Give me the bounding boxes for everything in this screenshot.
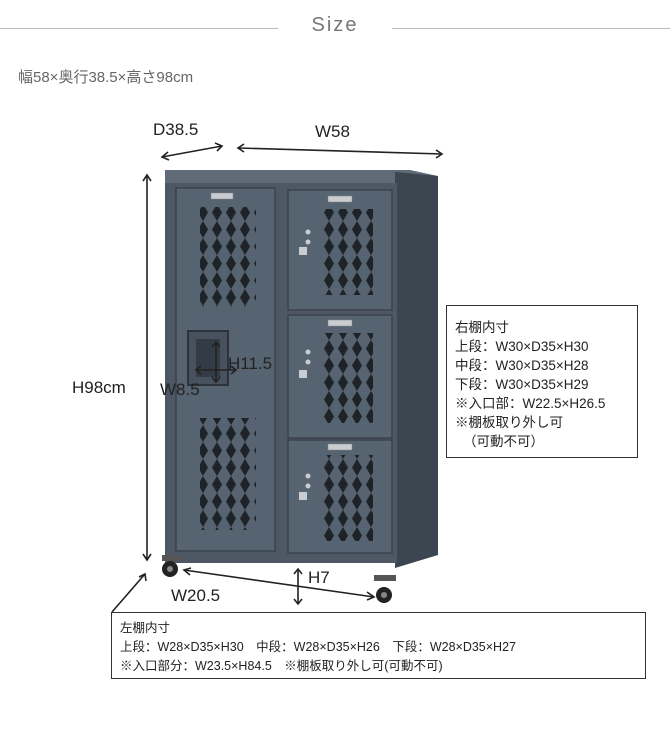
dimension-arrows	[111, 142, 444, 613]
left-shelf-line: ※入口部分：W23.5×H84.5 ※棚板取り外し可(可動不可)	[120, 659, 443, 673]
header-rule-right	[392, 28, 670, 29]
right-bottom-lock	[299, 473, 311, 500]
caster-front-left	[162, 555, 182, 577]
caster-front-right	[374, 575, 396, 603]
right-shelf-line: 下段：W30×D35×H29	[455, 377, 589, 392]
right-shelf-line: （可動不可）	[463, 434, 544, 449]
header-rule-left	[0, 28, 278, 29]
height-label: H98cm	[72, 378, 126, 397]
right-shelf-line: 中段：W30×D35×H28	[455, 358, 589, 373]
right-shelf-title: 右棚内寸	[455, 320, 509, 335]
left-shelf-title: 左棚内寸	[120, 621, 171, 635]
right-middle-nameplate	[327, 319, 353, 327]
left-door-vent-top	[200, 207, 256, 307]
left-shelf-box: 左棚内寸 上段：W28×D35×H30 中段：W28×D35×H26 下段：W2…	[111, 612, 646, 679]
right-shelf-line: ※入口部：W22.5×H26.5	[455, 396, 606, 411]
right-shelf-line: 上段：W30×D35×H30	[455, 339, 589, 354]
base-height-label: H7	[308, 568, 330, 587]
left-door-vent-bottom	[200, 418, 256, 530]
right-shelf-box: 右棚内寸 上段：W30×D35×H30 中段：W30×D35×H28 下段：W3…	[446, 305, 638, 458]
right-bottom-nameplate	[327, 443, 353, 451]
right-top-lock	[299, 229, 311, 255]
right-bottom-vent	[323, 455, 373, 541]
left-door-nameplate	[210, 192, 234, 200]
right-top-nameplate	[327, 195, 353, 203]
window-width-label: W8.5	[160, 380, 200, 399]
right-top-vent	[323, 209, 373, 295]
cabinet-side	[395, 172, 438, 568]
cabinet-top	[165, 170, 438, 185]
section-title: Size	[311, 14, 359, 36]
right-middle-vent	[323, 333, 373, 423]
size-summary: 幅58×奥行38.5×高さ98cm	[18, 69, 194, 86]
window-height-label: H11.5	[228, 354, 273, 373]
right-middle-lock	[299, 349, 311, 378]
base-width-label: W20.5	[171, 586, 221, 605]
depth-label: D38.5	[153, 120, 199, 139]
right-shelf-line: ※棚板取り外し可	[455, 415, 563, 430]
width-label: W58	[315, 122, 350, 141]
left-shelf-line: 上段：W28×D35×H30 中段：W28×D35×H26 下段：W28×D35…	[120, 640, 516, 654]
